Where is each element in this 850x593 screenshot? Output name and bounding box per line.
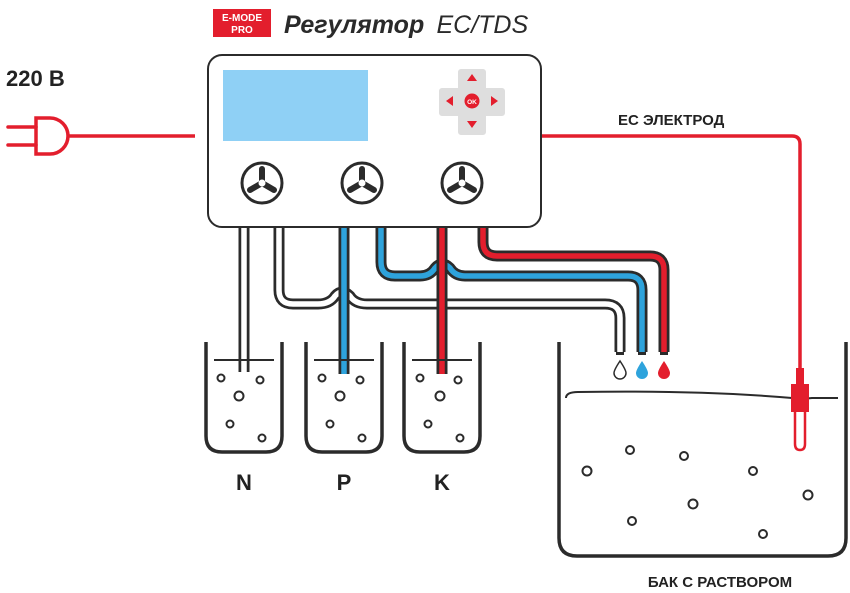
bottle-k-label: K (434, 470, 450, 495)
controller-unit: OK (207, 54, 542, 228)
bottle-n (204, 342, 284, 454)
arrow-up-icon[interactable] (467, 74, 477, 81)
dpad[interactable]: OK (439, 69, 505, 135)
electrode-label: EC ЭЛЕКТРОД (618, 112, 725, 129)
ok-button[interactable] (464, 93, 480, 109)
bottle-n-label: N (236, 470, 252, 495)
svg-text:PRO: PRO (231, 25, 253, 36)
drop-k-icon (658, 361, 670, 379)
brand-logo: E-MODE PRO (213, 9, 271, 37)
power-plug-icon (6, 116, 70, 156)
pump-p-icon (340, 161, 384, 205)
ok-button-label: OK (467, 99, 477, 106)
bottle-p (304, 342, 384, 454)
bottle-p-label: P (337, 470, 352, 495)
arrow-left-icon[interactable] (446, 96, 453, 106)
diagram-title: Регулятор EC/TDS (284, 11, 528, 39)
bottle-k (402, 342, 482, 454)
electrode-cable (542, 134, 802, 370)
tank-label: БАК С РАСТВОРОМ (648, 574, 792, 591)
pump-k-icon (440, 161, 484, 205)
power-label: 220 В (6, 66, 65, 91)
title-bold: Регулятор (284, 11, 424, 39)
display-screen (223, 70, 368, 141)
title-rest: EC/TDS (436, 11, 528, 39)
drop-p-icon (636, 361, 648, 379)
arrow-down-icon[interactable] (467, 121, 477, 128)
drop-n-icon (613, 359, 627, 380)
pump-n-icon (240, 161, 284, 205)
arrow-right-icon[interactable] (491, 96, 498, 106)
svg-text:E-MODE: E-MODE (222, 13, 262, 24)
ec-electrode-probe (791, 368, 809, 452)
